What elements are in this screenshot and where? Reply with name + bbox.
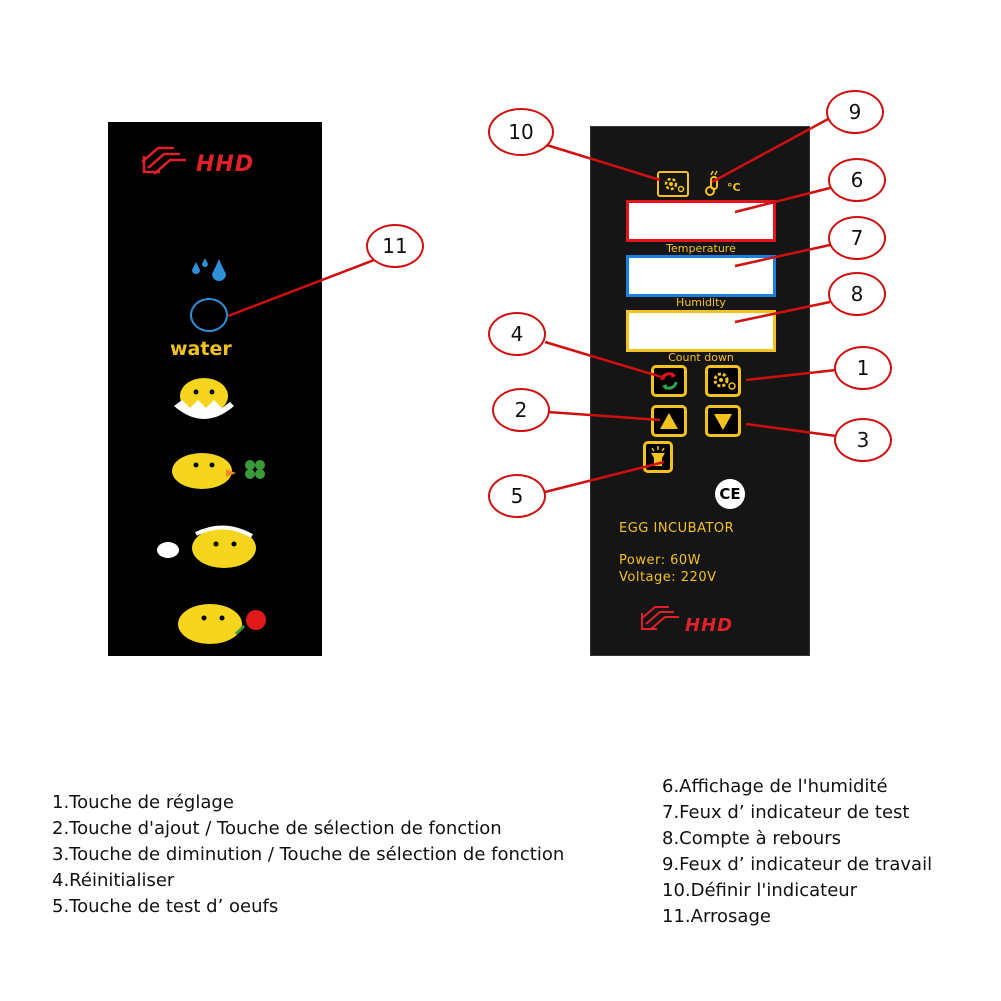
callout-5: 5	[488, 474, 546, 518]
callout-line-8	[734, 300, 831, 324]
legend-item-4: 4.Réinitialiser	[52, 870, 175, 891]
legend-item-1: 1.Touche de réglage	[52, 792, 234, 813]
callout-line-4	[544, 340, 666, 380]
legend-item-11: 11.Arrosage	[662, 906, 771, 927]
legend-item-9: 9.Feux d’ indicateur de travail	[662, 854, 933, 875]
callout-line-3	[745, 422, 837, 438]
chick-with-clover-icon	[172, 453, 265, 489]
callout-line-6	[734, 186, 831, 214]
callout-line-1	[745, 368, 837, 382]
legend-item-3: 3.Touche de diminution / Touche de sélec…	[52, 844, 565, 865]
left-control-panel: HHD water	[108, 122, 322, 656]
legend-item-6: 6.Affichage de l'humidité	[662, 776, 888, 797]
callout-11: 11	[366, 224, 424, 268]
up-button[interactable]	[651, 405, 687, 437]
callout-line-5	[544, 460, 665, 494]
callout-2: 2	[492, 388, 550, 432]
callout-9: 9	[826, 90, 884, 134]
hhd-logo-mark-icon	[141, 146, 186, 175]
arrow-down-icon	[714, 414, 732, 430]
water-drops-icon	[192, 258, 226, 281]
countdown-label: Count down	[668, 351, 734, 364]
left-logo-text: HHD	[196, 152, 255, 177]
set-indicator	[657, 171, 689, 197]
ce-mark: CE	[715, 479, 745, 509]
legend-item-10: 10.Définir l'indicateur	[662, 880, 858, 901]
power-rating: Power: 60W	[619, 553, 701, 568]
product-name: EGG INCUBATOR	[619, 521, 735, 536]
water-label: water	[170, 338, 232, 360]
countdown-display	[626, 310, 776, 352]
water-button[interactable]	[190, 298, 228, 332]
callout-line-11	[227, 250, 396, 318]
callout-line-7	[734, 243, 831, 268]
gear-icon	[664, 177, 685, 193]
chick-with-egg-icon	[157, 525, 256, 568]
reset-arrows-icon	[660, 372, 678, 390]
hhd-logo-mark-icon	[640, 606, 679, 630]
legend-item-8: 8.Compte à rebours	[662, 828, 842, 849]
callout-10: 10	[488, 108, 554, 156]
chick-in-egg-icon	[174, 378, 234, 419]
callout-line-10	[539, 141, 661, 182]
reset-button[interactable]	[651, 365, 687, 397]
egg-test-button[interactable]	[643, 441, 673, 473]
callout-line-2	[547, 410, 661, 422]
thermometer-work-indicator-icon	[705, 170, 718, 196]
callout-7: 7	[828, 216, 886, 260]
voltage-rating: Voltage: 220V	[619, 570, 717, 585]
legend-item-7: 7.Feux d’ indicateur de test	[662, 802, 910, 823]
gear-icon	[713, 372, 736, 390]
down-button[interactable]	[705, 405, 741, 437]
callout-3: 3	[834, 418, 892, 462]
callout-6: 6	[828, 158, 886, 202]
callout-8: 8	[828, 272, 886, 316]
arrow-up-icon	[660, 413, 678, 429]
right-logo-text: HHD	[685, 615, 734, 636]
humidity-label: Humidity	[676, 296, 726, 309]
callout-4: 4	[488, 312, 546, 356]
callout-1: 1	[834, 346, 892, 390]
chick-with-flower-icon	[178, 604, 266, 644]
setting-button[interactable]	[705, 365, 741, 397]
celsius-unit: °C	[727, 181, 741, 194]
temperature-label: Temperature	[666, 242, 736, 255]
legend-item-2: 2.Touche d'ajout / Touche de sélection d…	[52, 818, 502, 839]
callout-line-9	[711, 116, 831, 184]
legend-item-5: 5.Touche de test d’ oeufs	[52, 896, 279, 917]
